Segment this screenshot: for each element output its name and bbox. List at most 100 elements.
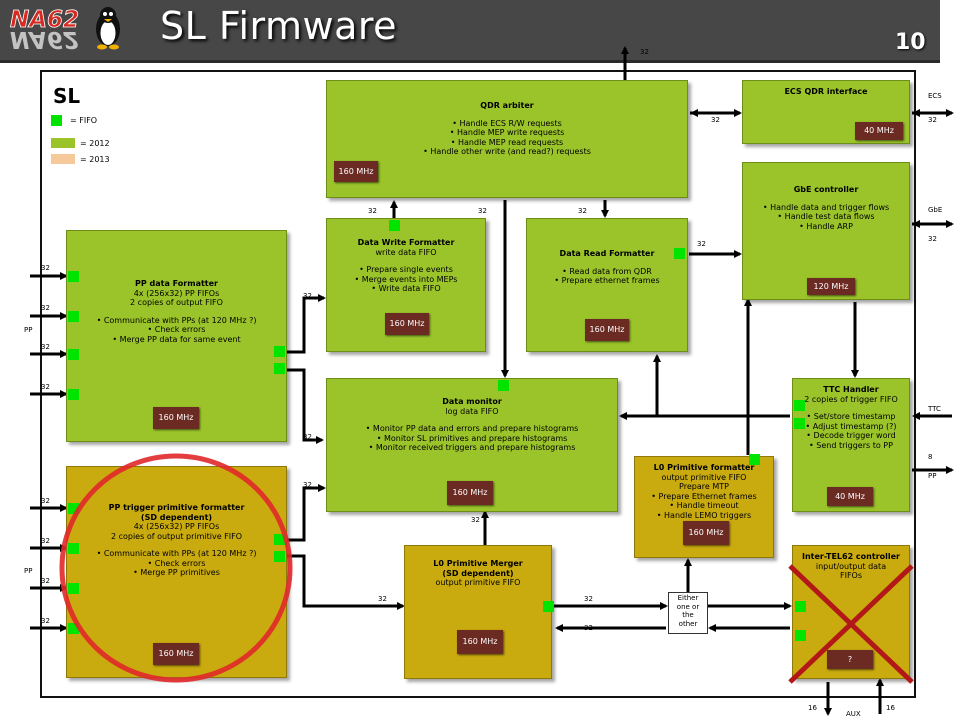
qdr-ecs-width: 32	[711, 116, 720, 124]
pp-data-clock: 160 MHz	[153, 407, 199, 429]
either-line: other	[678, 619, 698, 628]
legend-fifo-label: = FIFO	[70, 116, 98, 125]
read-gbe-width: 32	[697, 240, 706, 248]
slide-number: 10	[895, 30, 926, 55]
pp-trigger-title: PP trigger primitive formatter	[108, 503, 245, 512]
aux-label: AUX	[846, 710, 861, 718]
data-write-line: • Prepare single events	[359, 265, 453, 274]
data-write-line: • Merge events into MEPs	[354, 274, 458, 284]
pp-data-title: PP data Formatter	[135, 279, 218, 288]
pp-trigger-line: • Check errors	[147, 558, 206, 568]
highlight-circle	[59, 453, 293, 683]
inter-tel62-clock: ?	[827, 650, 873, 669]
legend-2012-label: = 2012	[80, 139, 110, 148]
pp-data-line: 4x (256x32) PP FIFOs	[133, 288, 220, 298]
l0-formatter-line: • Prepare Ethernet frames	[651, 491, 757, 501]
pp-data-line: • Communicate with PPs (at 120 MHz ?)	[96, 315, 257, 325]
top-bus-width: 32	[640, 48, 649, 56]
formatter-monitor-width: 32	[303, 433, 312, 441]
l0-formatter-title: L0 Primitive formatter	[653, 463, 755, 472]
pp-trigger-primitive-formatter-block: PP trigger primitive formatter (SD depen…	[66, 466, 287, 678]
l0-merger-subtitle: (SD dependent)	[442, 568, 514, 578]
qdr-arbiter-clock: 160 MHz	[334, 161, 378, 182]
fifo-marker	[68, 349, 79, 360]
cross-out-x	[788, 564, 914, 684]
qdr-arbiter-line: • Handle ECS R/W requests	[452, 118, 562, 128]
svg-text:NA62: NA62	[10, 7, 79, 33]
fifo-marker	[749, 454, 760, 465]
sl-board-frame	[40, 70, 916, 698]
pp-trigger-line: 2 copies of output primitive FIFO	[110, 531, 243, 541]
data-write-clock: 160 MHz	[385, 313, 429, 335]
pp-in-width: 32	[41, 497, 50, 505]
fifo-marker	[794, 418, 805, 429]
either-line: the	[682, 611, 694, 619]
data-read-line: • Read data from QDR	[562, 266, 652, 276]
l0-primitive-formatter-block: L0 Primitive formatter output primitive …	[634, 456, 774, 558]
either-line: one or	[676, 602, 700, 611]
inter-tel62-title: Inter-TEL62 controller	[801, 552, 900, 561]
either-one-or-other-box: Either one or the other	[668, 592, 708, 634]
pp-data-formatter-block: PP data Formatter 4x (256x32) PP FIFOs 2…	[66, 230, 287, 442]
title-bar: NA62 NA62 SL Firmware 10	[0, 0, 940, 60]
pp-right-label: PP	[928, 472, 937, 480]
l0-formatter-line: output primitive FIFO	[661, 472, 747, 482]
data-monitor-clock: 160 MHz	[447, 481, 493, 505]
l0-formatter-clock: 160 MHz	[683, 521, 729, 545]
data-monitor-block: Data monitor log data FIFO • Monitor PP …	[326, 378, 618, 512]
fifo-marker	[274, 363, 285, 374]
inter-tel62-line: input/output data	[815, 561, 887, 571]
ttc-handler-block: TTC Handler 2 copies of trigger FIFO • S…	[792, 378, 910, 512]
data-read-title: Data Read Formatter	[559, 249, 655, 258]
gbe-clock: 120 MHz	[807, 278, 855, 295]
ttc-label: TTC	[928, 405, 941, 413]
legend-2012-swatch	[51, 138, 75, 148]
gbe-line: • Handle test data flows	[777, 212, 875, 221]
inter-tel62-controller-block: Inter-TEL62 controller input/output data…	[792, 545, 910, 679]
pp-data-line: 2 copies of output FIFO	[130, 298, 223, 307]
fifo-marker	[543, 601, 554, 612]
data-read-clock: 160 MHz	[585, 319, 629, 341]
aux-right-width: 16	[886, 704, 895, 712]
fifo-marker	[68, 271, 79, 282]
ecs-qdr-title: ECS QDR interface	[784, 87, 868, 96]
ecs-label: ECS	[928, 92, 942, 100]
l0-primitive-merger-block: L0 Primitive Merger (SD dependent) outpu…	[404, 545, 552, 679]
l0-formatter-line: Prepare MTP	[679, 482, 729, 491]
pp-in-width: 32	[41, 577, 50, 585]
pp-left-label-bottom: PP	[24, 567, 33, 575]
ecs-width: 32	[928, 116, 937, 124]
qdr-arbiter-title: QDR arbiter	[480, 101, 534, 110]
pp-in-width: 32	[41, 537, 50, 545]
fifo-marker	[68, 503, 79, 514]
fifo-marker	[68, 583, 79, 594]
data-write-formatter-block: Data Write Formatter write data FIFO • P…	[326, 218, 486, 352]
qdr-arbiter-line: • Handle other write (and read?) request…	[423, 147, 591, 156]
pp-trigger-line: • Communicate with PPs (at 120 MHz ?)	[96, 549, 257, 558]
fifo-marker	[795, 630, 806, 641]
pp-data-line: • Merge PP data for same event	[112, 334, 241, 344]
fifo-marker	[274, 551, 285, 562]
data-write-line: write data FIFO	[375, 247, 437, 257]
ttc-line: 2 copies of trigger FIFO	[804, 394, 898, 404]
data-read-formatter-block: Data Read Formatter • Read data from QDR…	[526, 218, 688, 352]
data-monitor-title: Data monitor	[442, 397, 502, 406]
either-line: Either	[677, 594, 699, 602]
ttc-line: • Adjust timestamp (?)	[805, 421, 897, 431]
l0-merger-line: output primitive FIFO	[435, 578, 521, 587]
logo-text: NA62 NA62	[10, 7, 80, 52]
l0-merger-clock: 160 MHz	[457, 630, 503, 654]
gbe-width: 32	[928, 235, 937, 243]
na62-tux-logo: NA62 NA62	[4, 2, 126, 56]
pp-in-width: 32	[41, 617, 50, 625]
fifo-marker	[68, 311, 79, 322]
ttc-line: • Set/store timestamp	[806, 412, 896, 421]
data-monitor-line: • Monitor PP data and errors and prepare…	[365, 424, 579, 433]
page-title: SL Firmware	[160, 4, 398, 48]
pp-trigger-clock: 160 MHz	[153, 643, 199, 665]
pp-in-width: 32	[41, 343, 50, 351]
ecs-qdr-clock: 40 MHz	[855, 122, 903, 140]
pp-trigger-line: • Merge PP primitives	[133, 568, 220, 577]
